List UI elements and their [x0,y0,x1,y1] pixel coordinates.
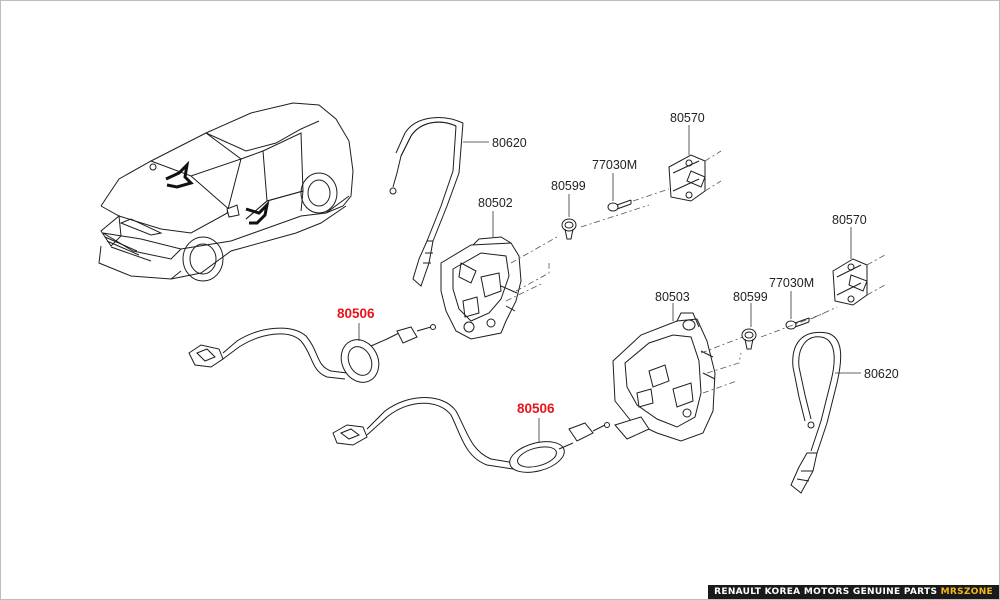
car-illustration [98,102,354,282]
screw-front [607,199,632,212]
label-80570-rear: 80570 [832,213,867,227]
label-80503: 80503 [655,290,690,304]
inner-handle-cable-upper [389,117,464,287]
label-80599-front: 80599 [551,179,586,193]
inner-handle-cable-lower [790,331,842,494]
footer-main-text: RENAULT KOREA MOTORS GENUINE PARTS [714,587,941,597]
bolt-front [561,218,577,240]
label-80502: 80502 [478,196,513,210]
label-77030M-rear: 77030M [769,276,814,290]
striker-front [668,150,722,202]
label-77030M-front: 77030M [592,158,637,172]
actuator-cable-lower [332,397,610,473]
striker-rear [832,254,886,306]
label-80620-upper: 80620 [492,136,527,150]
door-lock-front [440,236,522,340]
door-lock-rear [612,312,716,442]
bolt-rear [741,328,757,350]
label-80570-front: 80570 [670,111,705,125]
footer-brand: MRSZONE [940,587,993,597]
label-80506-lower: 80506 [517,401,555,416]
footer-banner: RENAULT KOREA MOTORS GENUINE PARTS MRSZO… [708,585,999,599]
label-80620-lower: 80620 [864,367,899,381]
footer-text: RENAULT KOREA MOTORS GENUINE PARTS MRSZO… [714,587,993,597]
label-80599-rear: 80599 [733,290,768,304]
label-80506-upper: 80506 [337,306,375,321]
actuator-cable-upper [188,324,436,383]
